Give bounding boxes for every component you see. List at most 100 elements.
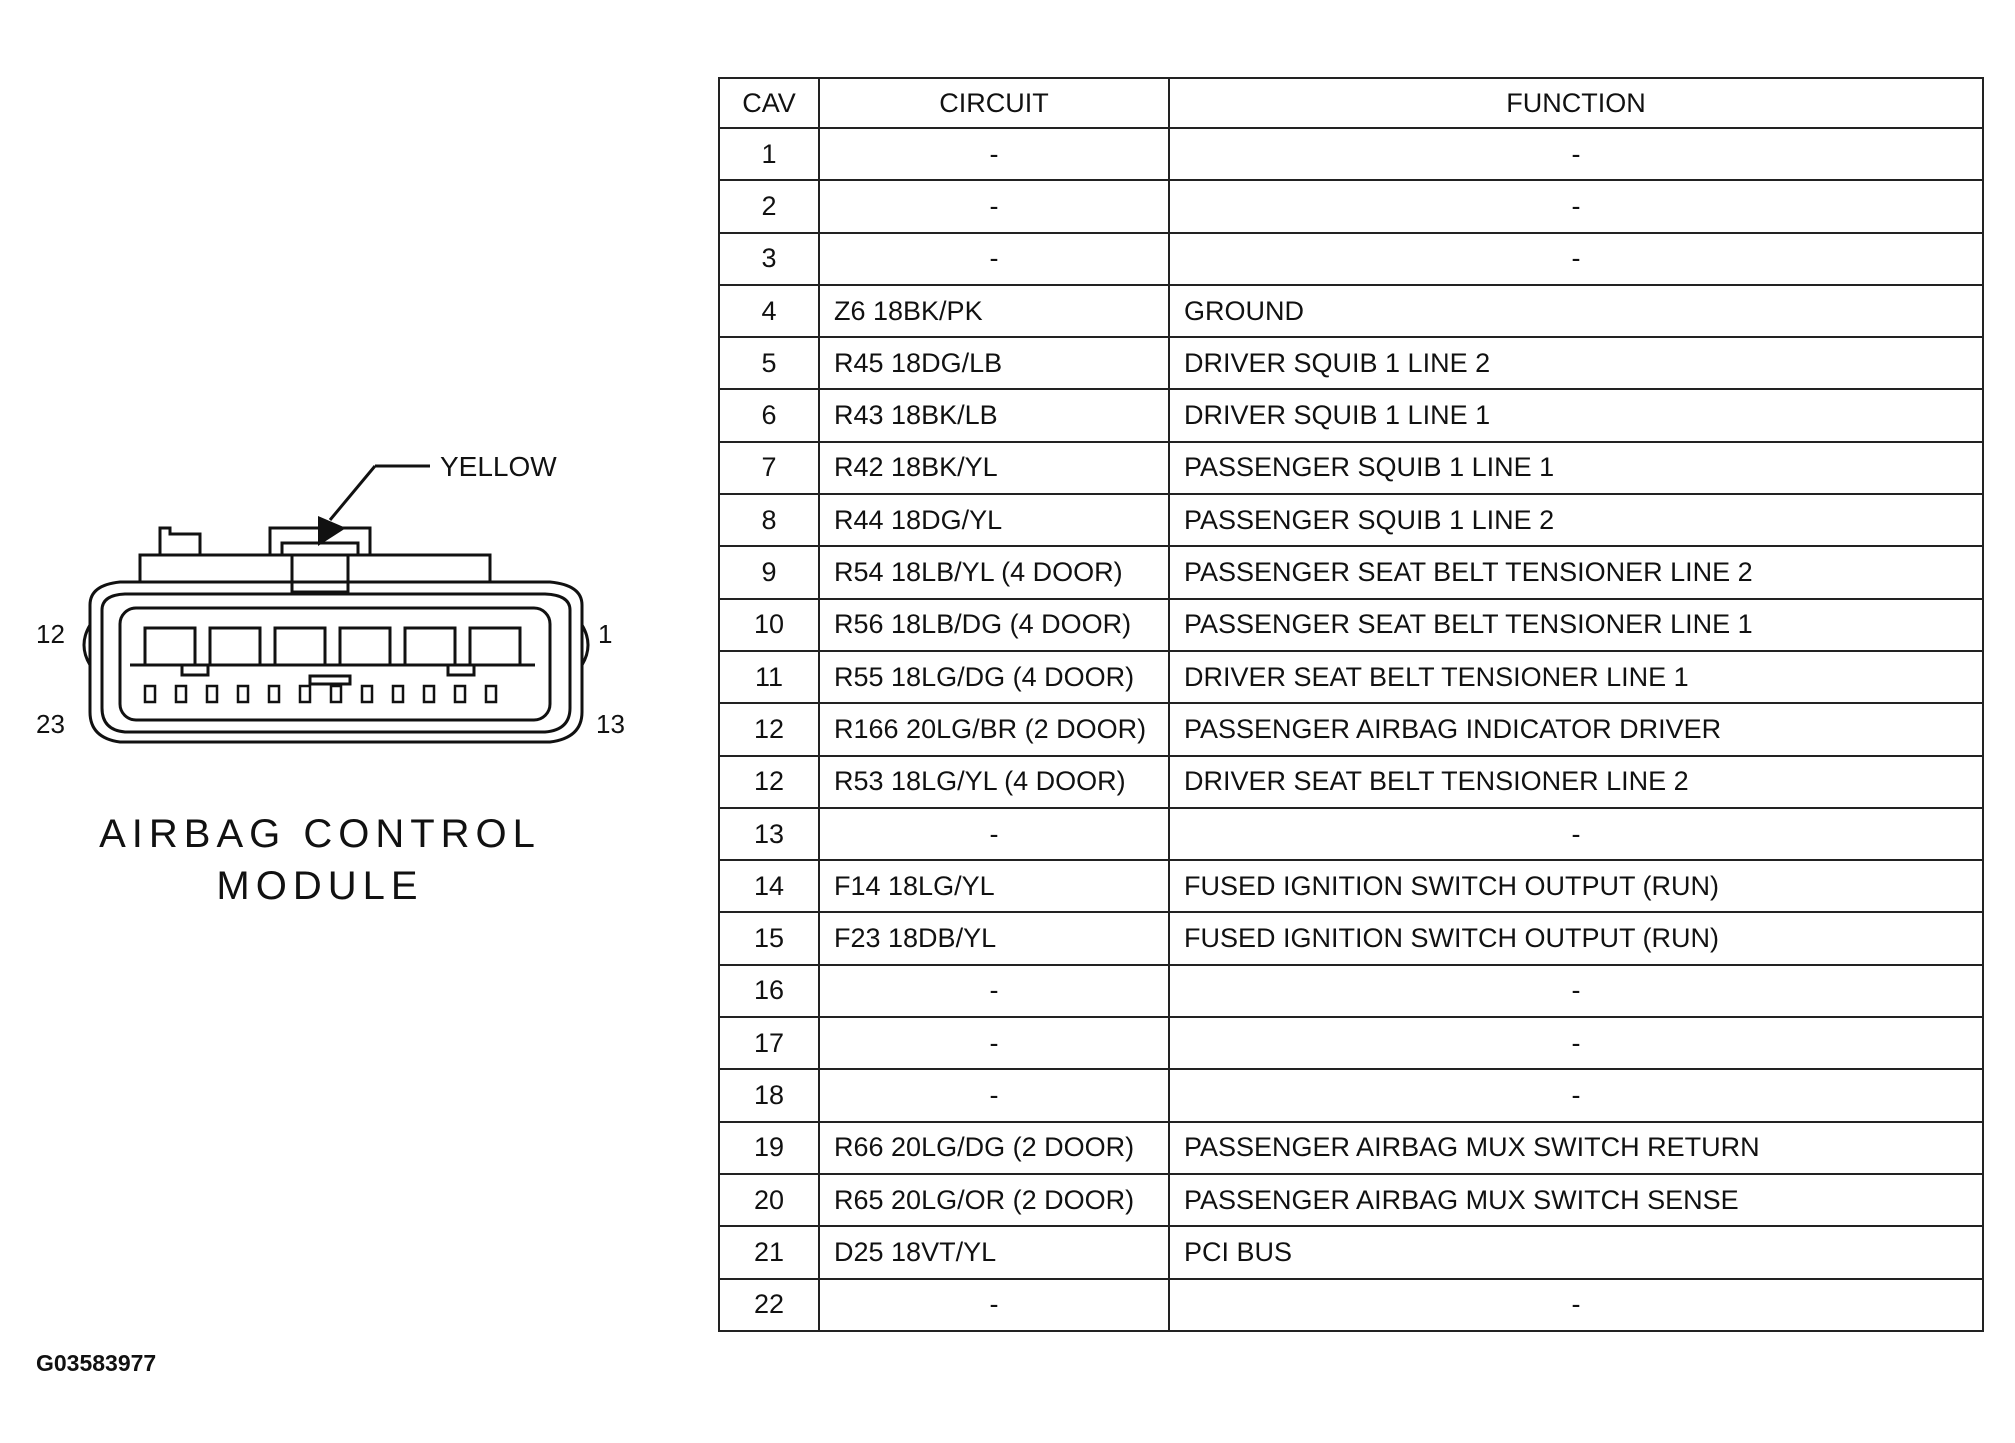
cav-cell: 8 (718, 493, 820, 548)
connector-drawing: YELLOW 12 1 23 13 (36, 451, 625, 744)
circuit-cell: R65 20LG/OR (2 DOOR) (818, 1172, 1170, 1228)
function-cell: DRIVER SEAT BELT TENSIONER LINE 2 (1168, 754, 1984, 809)
header-function: FUNCTION (1168, 77, 1984, 129)
circuit-cell: - (818, 1016, 1170, 1071)
pin-label-12: 12 (36, 619, 65, 649)
yellow-callout-label: YELLOW (440, 451, 557, 482)
circuit-cell: - (818, 963, 1170, 1019)
function-cell: DRIVER SEAT BELT TENSIONER LINE 1 (1168, 649, 1984, 705)
function-cell: - (1168, 126, 1984, 182)
circuit-cell: R43 18BK/LB (818, 388, 1170, 443)
function-cell: - (1168, 963, 1984, 1019)
circuit-cell: - (818, 179, 1170, 234)
cav-cell: 9 (718, 545, 820, 600)
circuit-cell: R42 18BK/YL (818, 440, 1170, 496)
pin-label-23: 23 (36, 709, 65, 739)
circuit-cell: R53 18LG/YL (4 DOOR) (818, 754, 1170, 809)
cav-cell: 10 (718, 597, 820, 652)
function-cell: DRIVER SQUIB 1 LINE 2 (1168, 336, 1984, 391)
cav-cell: 13 (718, 806, 820, 862)
function-cell: FUSED IGNITION SWITCH OUTPUT (RUN) (1168, 911, 1984, 966)
circuit-cell: - (818, 1068, 1170, 1123)
pin-label-13: 13 (596, 709, 625, 739)
cav-cell: 11 (718, 649, 820, 705)
function-cell: FUSED IGNITION SWITCH OUTPUT (RUN) (1168, 859, 1984, 914)
circuit-cell: D25 18VT/YL (818, 1225, 1170, 1280)
cav-cell: 20 (718, 1172, 820, 1228)
function-cell: - (1168, 1277, 1984, 1333)
circuit-cell: - (818, 806, 1170, 862)
table-row: 1-- (718, 126, 1984, 182)
circuit-cell: R56 18LB/DG (4 DOOR) (818, 597, 1170, 652)
module-title-line1: AIRBAG CONTROL (99, 812, 541, 856)
circuit-cell: - (818, 1277, 1170, 1333)
cav-cell: 21 (718, 1225, 820, 1280)
cav-cell: 12 (718, 754, 820, 809)
circuit-cell: F23 18DB/YL (818, 911, 1170, 966)
cav-cell: 6 (718, 388, 820, 443)
function-cell: PASSENGER AIRBAG MUX SWITCH SENSE (1168, 1172, 1984, 1228)
circuit-cell: - (818, 231, 1170, 286)
figure-id: G03583977 (36, 1350, 157, 1376)
cav-cell: 17 (718, 1016, 820, 1071)
circuit-cell: - (818, 126, 1170, 182)
cav-cell: 5 (718, 336, 820, 391)
cav-cell: 1 (718, 126, 820, 182)
function-cell: PASSENGER SEAT BELT TENSIONER LINE 1 (1168, 597, 1984, 652)
cav-cell: 14 (718, 859, 820, 914)
header-circuit: CIRCUIT (818, 77, 1170, 129)
cav-cell: 2 (718, 179, 820, 234)
cav-cell: 12 (718, 702, 820, 757)
cav-cell: 3 (718, 231, 820, 286)
circuit-cell: Z6 18BK/PK (818, 283, 1170, 339)
cav-cell: 16 (718, 963, 820, 1019)
table-row: 17-- (718, 1016, 1984, 1071)
function-cell: - (1168, 179, 1984, 234)
function-cell: PASSENGER AIRBAG INDICATOR DRIVER (1168, 702, 1984, 757)
cav-cell: 18 (718, 1068, 820, 1123)
function-cell: - (1168, 1016, 1984, 1071)
table-row: 18-- (718, 1068, 1984, 1123)
table-row: 3-- (718, 231, 1984, 286)
cav-cell: 15 (718, 911, 820, 966)
pin-label-1: 1 (598, 619, 612, 649)
function-cell: - (1168, 231, 1984, 286)
cav-cell: 19 (718, 1120, 820, 1175)
function-cell: PASSENGER SEAT BELT TENSIONER LINE 2 (1168, 545, 1984, 600)
table-header-row: CAV CIRCUIT FUNCTION (718, 77, 1984, 129)
cav-cell: 7 (718, 440, 820, 496)
cav-cell: 22 (718, 1277, 820, 1333)
function-cell: PASSENGER SQUIB 1 LINE 1 (1168, 440, 1984, 496)
table-row: 2-- (718, 179, 1984, 234)
function-cell: GROUND (1168, 283, 1984, 339)
circuit-cell: R66 20LG/DG (2 DOOR) (818, 1120, 1170, 1175)
circuit-cell: R166 20LG/BR (2 DOOR) (818, 702, 1170, 757)
circuit-cell: R45 18DG/LB (818, 336, 1170, 391)
function-cell: PASSENGER SQUIB 1 LINE 2 (1168, 493, 1984, 548)
circuit-cell: F14 18LG/YL (818, 859, 1170, 914)
cav-cell: 4 (718, 283, 820, 339)
circuit-cell: R55 18LG/DG (4 DOOR) (818, 649, 1170, 705)
table-row: 22-- (718, 1277, 1984, 1333)
function-cell: DRIVER SQUIB 1 LINE 1 (1168, 388, 1984, 443)
module-title-line2: MODULE (216, 864, 424, 908)
header-cav: CAV (718, 77, 820, 129)
function-cell: - (1168, 1068, 1984, 1123)
table-row: 16-- (718, 963, 1984, 1019)
table-row: 13-- (718, 806, 1984, 862)
function-cell: PASSENGER AIRBAG MUX SWITCH RETURN (1168, 1120, 1984, 1175)
